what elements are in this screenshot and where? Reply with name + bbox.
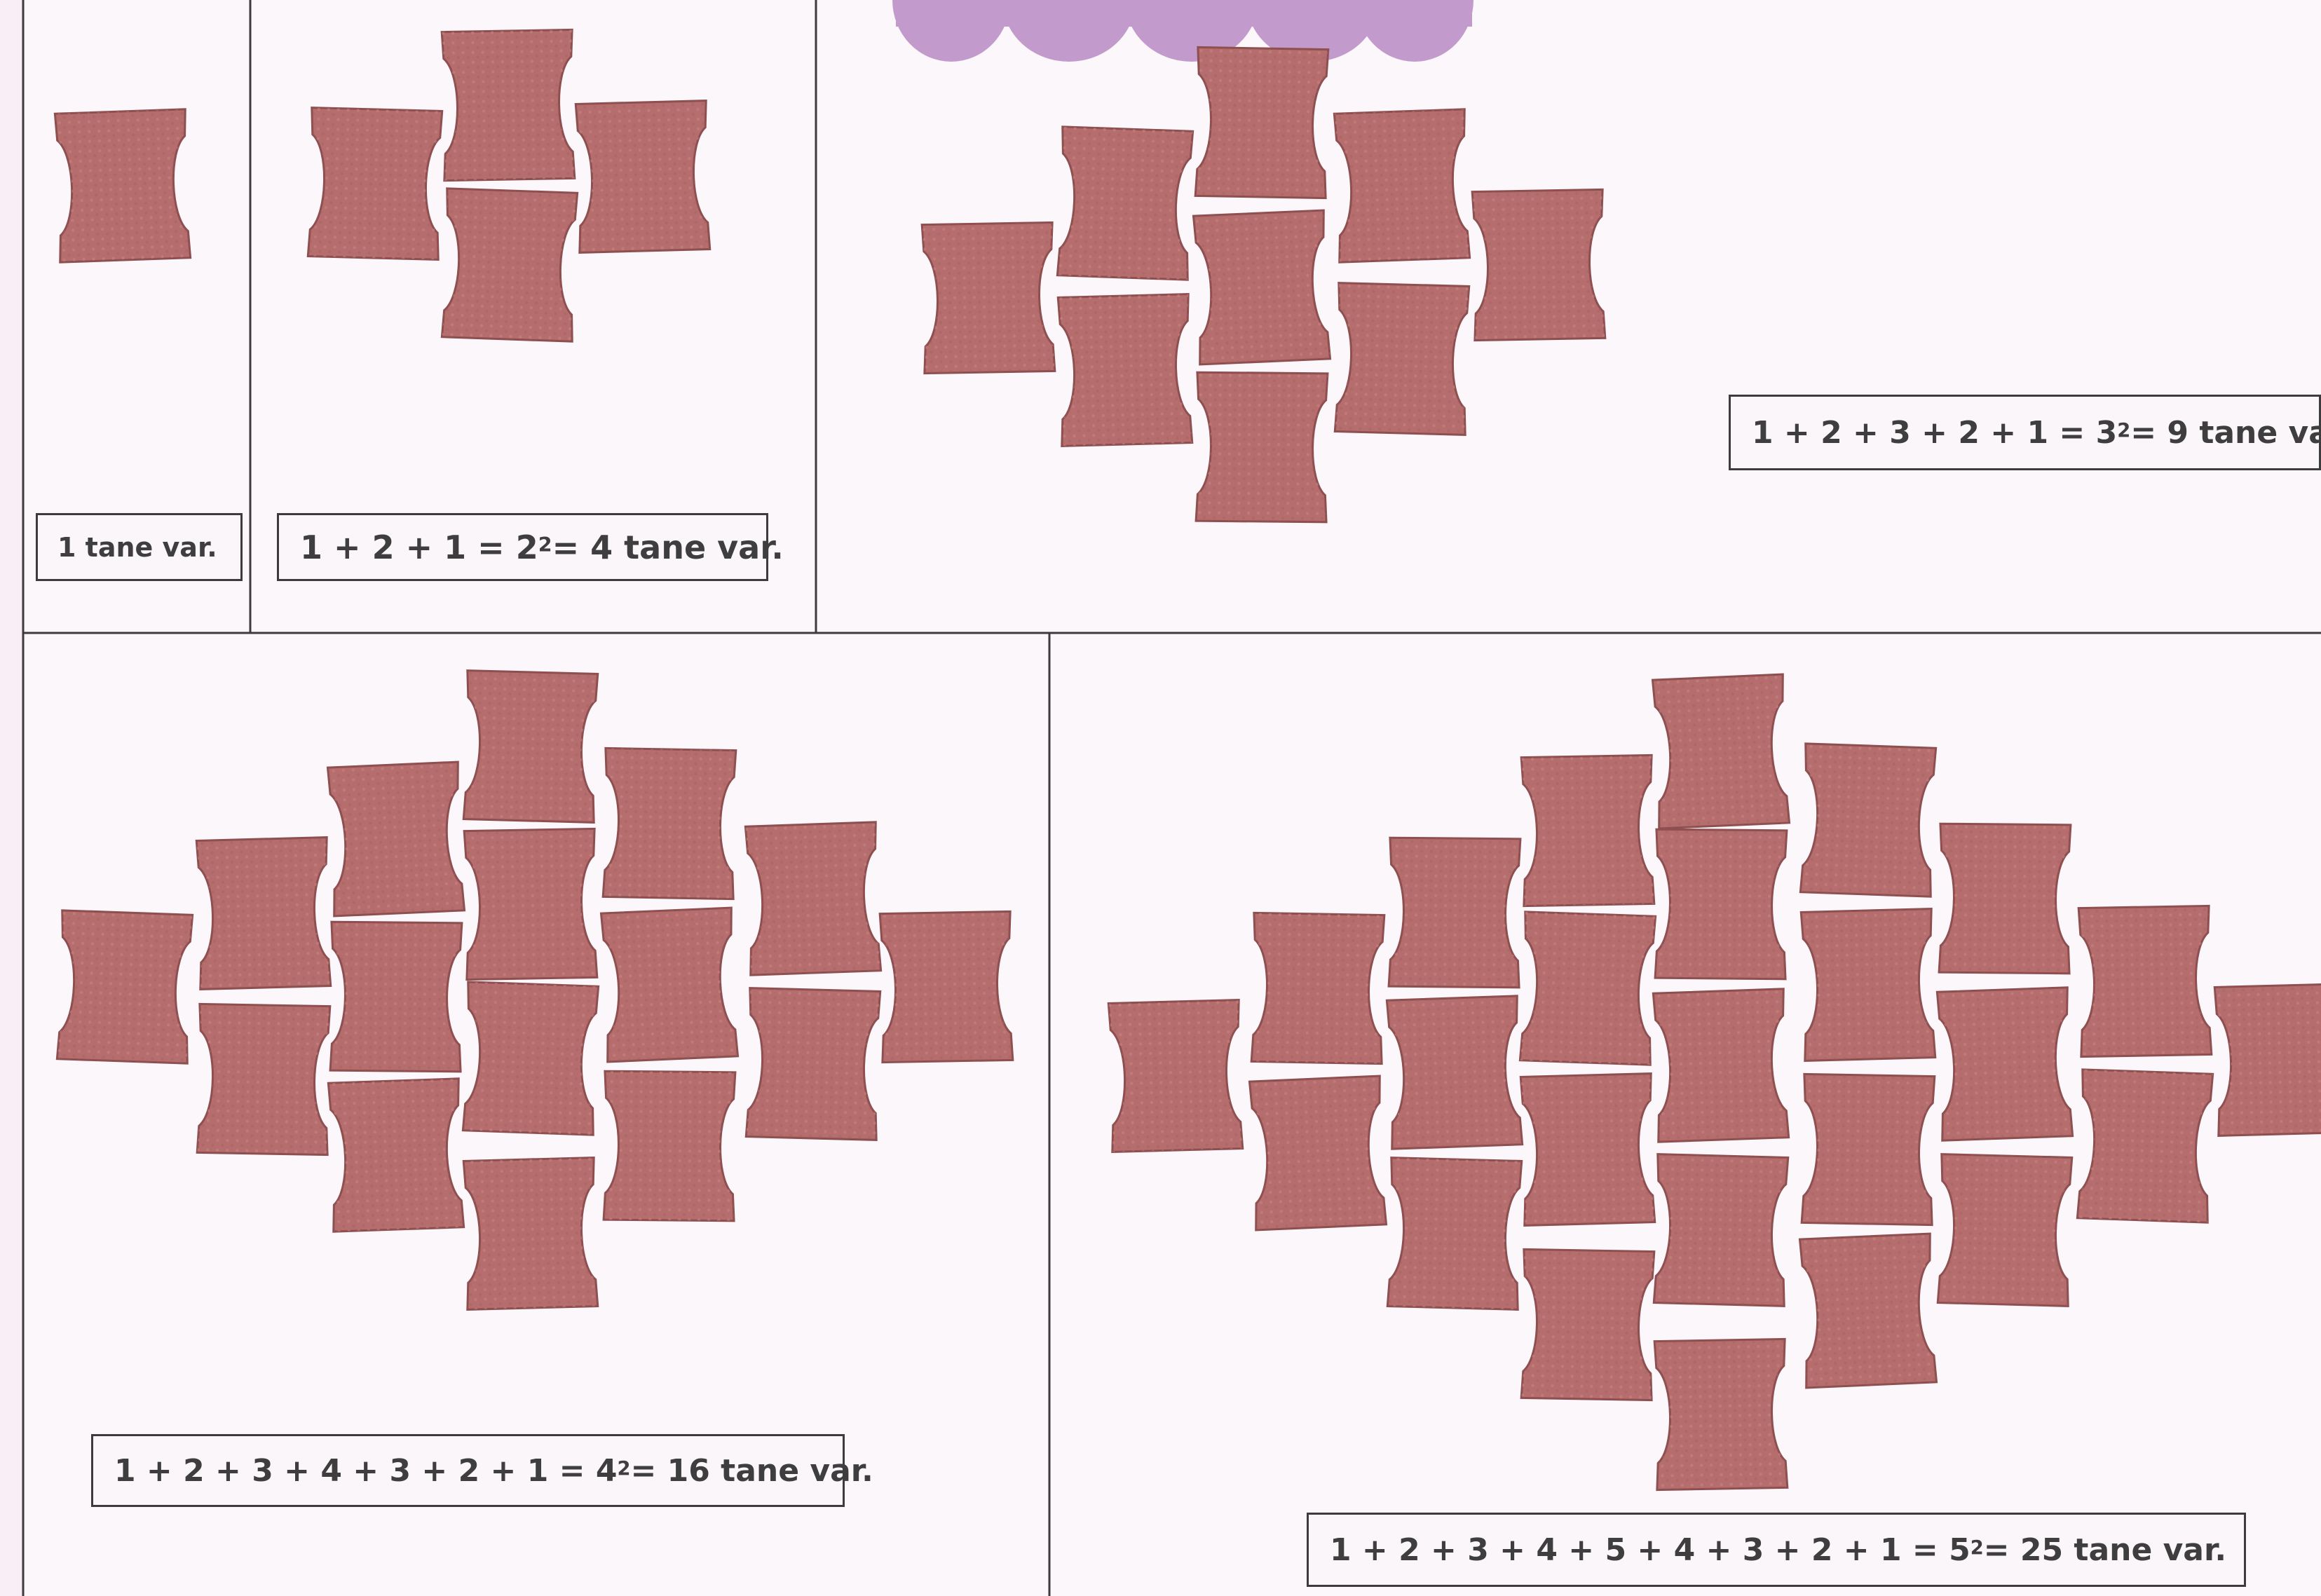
caption-n2-exponent: 2 (538, 533, 552, 557)
top-cloud-decoration (892, 0, 1473, 62)
caption-n3-exponent: 2 (2117, 420, 2130, 442)
paving-stone-p3-5-texture (1193, 210, 1330, 364)
caption-n4-text-a: 1 + 2 + 3 + 4 + 3 + 2 + 1 = 4 (114, 1453, 617, 1489)
paving-stone-p4-1-texture (57, 910, 192, 1063)
caption-n1: 1 tane var. (36, 513, 243, 581)
paving-stone-p5-9-texture (1520, 1074, 1654, 1226)
caption-n4-text-b: = 16 tane var. (630, 1453, 873, 1489)
paving-stone-p4-10-texture (463, 1158, 597, 1310)
paving-stone-p2-4-texture (576, 101, 709, 253)
caption-n4-exponent: 2 (617, 1458, 630, 1480)
paving-stone-p5-23-texture (2078, 906, 2212, 1056)
paving-stone-p4-3-texture (197, 1004, 330, 1154)
caption-n2-text-a: 1 + 2 + 1 = 2 (300, 528, 538, 566)
caption-n5-exponent: 2 (1971, 1537, 1984, 1559)
paving-stone-p4-15-texture (746, 988, 880, 1140)
paving-stone-p4-14-texture (745, 822, 880, 975)
paving-stone-p5-17-texture (1801, 909, 1935, 1061)
paving-stone-p5-6-texture (1387, 1158, 1521, 1310)
paving-stone-p3-6-texture (1196, 372, 1328, 522)
paving-stone-p3-3-texture (1058, 294, 1192, 446)
paving-stone-p4-9-texture (463, 982, 598, 1135)
caption-n5-text-a: 1 + 2 + 3 + 4 + 5 + 4 + 3 + 2 + 1 = 5 (1330, 1532, 1971, 1568)
paving-stone-p5-14-texture (1654, 1154, 1788, 1307)
paving-stone-p5-8-texture (1520, 912, 1655, 1065)
paving-stone-p5-16-texture (1800, 744, 1935, 896)
caption-n3-text-a: 1 + 2 + 3 + 2 + 1 = 3 (1752, 415, 2117, 451)
paving-stone-p5-5-texture (1387, 996, 1522, 1149)
caption-n3-text-b: = 9 tane var. (2130, 415, 2321, 451)
paving-stone-p2-2-texture (442, 29, 575, 180)
paving-stone-p4-6-texture (328, 1079, 463, 1232)
paving-stone-p4-13-texture (604, 1071, 735, 1221)
paving-stone-p5-2-texture (1251, 913, 1384, 1063)
paving-stone-p4-12-texture (601, 908, 737, 1062)
paving-stone-p5-12-texture (1655, 829, 1787, 979)
paving-stone-p3-8-texture (1335, 283, 1469, 435)
paving-stone-p5-1-texture (1108, 1000, 1242, 1152)
paving-stone-p1-1-texture (55, 109, 190, 262)
paving-stone-p5-21-texture (1937, 988, 2072, 1140)
paving-stone-p5-11-texture (1652, 674, 1789, 828)
caption-n1-text: 1 tane var. (57, 532, 217, 563)
paving-stone-p5-18-texture (1802, 1074, 1935, 1225)
paving-stone-p2-1-texture (308, 108, 442, 260)
paving-stone-p4-16-texture (880, 911, 1013, 1062)
caption-n2-text-b: = 4 tane var. (552, 528, 784, 566)
paving-stone-p5-10-texture (1521, 1249, 1654, 1400)
paving-stone-p4-8-texture (464, 828, 597, 979)
paving-stone-p5-15-texture (1654, 1339, 1788, 1489)
paving-stone-p5-19-texture (1799, 1234, 1936, 1388)
paving-stone-p3-2-texture (1057, 127, 1192, 280)
caption-n5-text-b: = 25 tane var. (1984, 1532, 2226, 1568)
paving-stone-p5-20-texture (1939, 824, 2071, 974)
caption-n3: 1 + 2 + 3 + 2 + 1 = 32 = 9 tane var. (1729, 395, 2321, 470)
paving-stone-p2-3-texture (442, 189, 577, 341)
paving-stone-p4-2-texture (196, 838, 330, 990)
paving-stone-p3-4-texture (1195, 47, 1328, 198)
paving-stone-p3-7-texture (1334, 109, 1469, 262)
paving-stone-p3-1-texture (922, 222, 1055, 373)
paving-stone-p5-3-texture (1249, 1076, 1386, 1230)
paving-stone-p4-4-texture (327, 762, 464, 916)
paving-stone-p4-7-texture (463, 671, 597, 823)
paving-stone-p4-11-texture (603, 748, 736, 899)
paving-stone-p4-5-texture (330, 922, 462, 1072)
paving-stone-p5-13-texture (1653, 989, 1788, 1142)
paving-stone-p5-7-texture (1521, 755, 1654, 906)
paving-stone-p5-24-texture (2077, 1070, 2212, 1222)
paving-stone-p5-4-texture (1389, 838, 1520, 988)
paving-stone-p5-22-texture (1938, 1154, 2071, 1307)
paving-stone-p3-9-texture (1472, 189, 1605, 340)
